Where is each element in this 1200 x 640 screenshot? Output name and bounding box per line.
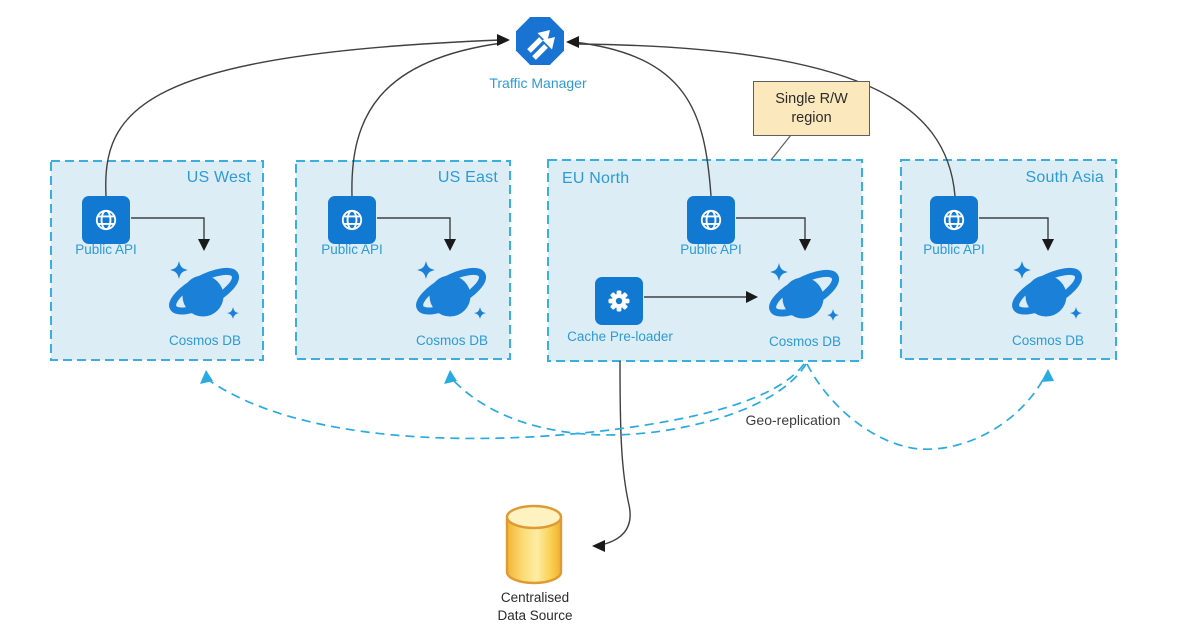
- region-label-us-east: US East: [437, 169, 498, 186]
- geo-curve-to-us-east: [453, 363, 807, 436]
- region-box-eu-north: [547, 159, 863, 362]
- arrow-us-west-to-tm: [105, 39, 502, 197]
- traffic-manager-icon: [516, 17, 564, 65]
- geo-curve-to-south-asia: [806, 363, 1046, 450]
- cache-preloader-tile: [595, 277, 643, 325]
- geo-replication-curves: [209, 363, 1046, 450]
- arrow-api-cosmos-us-west: [131, 217, 205, 240]
- globe-icon: [943, 209, 965, 231]
- geo-curve-to-us-west: [209, 363, 805, 440]
- public-api-tile-eu-north: [687, 196, 735, 244]
- public-api-label-us-east: Public API: [321, 242, 383, 257]
- arrowhead-tm-right: [566, 36, 579, 48]
- cosmos-db-label-eu-north: Cosmos DB: [768, 334, 841, 349]
- globe-icon: [341, 209, 363, 231]
- single-rw-region-callout: Single R/W region: [753, 81, 870, 136]
- cosmos-db-label-south-asia: Cosmos DB: [1011, 333, 1084, 348]
- cosmos-db-label-us-east: Cosmos DB: [415, 333, 488, 348]
- arrow-eu-north-to-tm: [573, 41, 712, 197]
- arrow-cache-to-datasource: [600, 360, 631, 546]
- public-api-tile-south-asia: [930, 196, 978, 244]
- traffic-manager-label: Traffic Manager: [489, 75, 587, 91]
- database-cylinder-icon: [505, 504, 563, 585]
- region-box-us-east: [295, 160, 511, 360]
- arrowheads-down: [198, 239, 1054, 251]
- public-api-label-south-asia: Public API: [923, 242, 985, 257]
- arrow-api-cosmos-eu-north: [736, 217, 806, 240]
- cache-preloader-label: Cache Pre-loader: [567, 329, 673, 344]
- callout-line2: region: [791, 109, 832, 126]
- public-api-tile-us-west: [82, 196, 130, 244]
- region-box-us-west: [50, 160, 264, 361]
- callout-line1: Single R/W: [775, 90, 848, 107]
- region-label-eu-north: EU North: [562, 170, 630, 187]
- region-box-south-asia: [900, 159, 1117, 360]
- arrow-us-east-to-tm: [351, 42, 503, 197]
- cosmos-db-icon-eu-north: [769, 263, 840, 321]
- arrowhead-datasource: [592, 540, 605, 552]
- arrow-api-cosmos-us-east: [377, 217, 451, 240]
- api-to-cosmos-arrows: [131, 217, 1049, 240]
- public-api-label-us-west: Public API: [75, 242, 137, 257]
- cosmos-db-icon-us-east: [416, 261, 487, 319]
- callout-connector-line: [770, 134, 792, 161]
- data-source-label-line2: Data Source: [497, 608, 573, 624]
- cosmos-db-label-us-west: Cosmos DB: [168, 333, 241, 348]
- cosmos-db-icon-south-asia: [1012, 261, 1083, 319]
- data-source-label-line1: Centralised: [500, 590, 570, 605]
- gear-icon: [608, 290, 630, 312]
- region-label-south-asia: South Asia: [1025, 169, 1104, 186]
- public-api-label-eu-north: Public API: [680, 242, 742, 257]
- arrow-api-cosmos-south-asia: [979, 217, 1049, 240]
- globe-icon: [700, 209, 722, 231]
- arrowhead-tm-left: [497, 34, 510, 46]
- data-source-label: Centralised Data Source: [465, 589, 605, 625]
- globe-icon: [95, 209, 117, 231]
- public-api-tile-us-east: [328, 196, 376, 244]
- region-label-us-west: US West: [186, 169, 251, 186]
- cosmos-db-icon-us-west: [169, 261, 240, 319]
- arrowhead-cache-cosmos: [746, 291, 758, 303]
- geo-replication-label: Geo-replication: [745, 412, 841, 428]
- geo-arrowheads: [200, 369, 1054, 384]
